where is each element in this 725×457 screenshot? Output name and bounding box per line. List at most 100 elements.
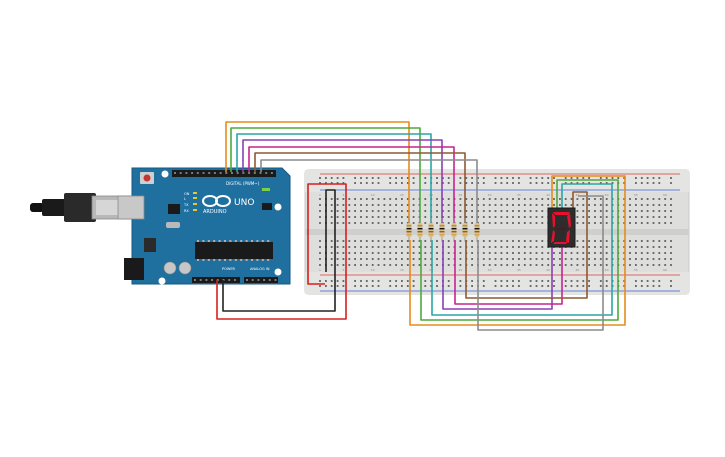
breadboard-hole[interactable] — [406, 177, 409, 179]
breadboard-hole[interactable] — [605, 246, 608, 248]
breadboard-hole[interactable] — [541, 222, 544, 224]
header-pin[interactable] — [213, 172, 216, 174]
breadboard-hole[interactable] — [488, 258, 491, 260]
breadboard-hole[interactable] — [482, 285, 485, 287]
breadboard-hole[interactable] — [371, 246, 374, 248]
breadboard-hole[interactable] — [658, 177, 661, 179]
breadboard-hole[interactable] — [482, 177, 485, 179]
breadboard-hole[interactable] — [465, 198, 468, 200]
breadboard-hole[interactable] — [588, 246, 590, 248]
breadboard-hole[interactable] — [360, 198, 362, 200]
breadboard-hole[interactable] — [500, 216, 503, 218]
breadboard-hole[interactable] — [512, 204, 514, 206]
breadboard-hole[interactable] — [500, 280, 503, 282]
breadboard-hole[interactable] — [529, 280, 532, 282]
breadboard-hole[interactable] — [447, 246, 450, 248]
breadboard-hole[interactable] — [605, 258, 608, 260]
breadboard-hole[interactable] — [494, 222, 497, 224]
breadboard-hole[interactable] — [629, 210, 631, 212]
breadboard-hole[interactable] — [664, 216, 667, 218]
breadboard-hole[interactable] — [594, 216, 596, 218]
breadboard-hole[interactable] — [371, 280, 374, 282]
header-pin[interactable] — [248, 172, 251, 174]
breadboard-hole[interactable] — [482, 222, 485, 224]
breadboard-hole[interactable] — [459, 204, 462, 206]
seven-segment-display[interactable] — [547, 207, 576, 248]
breadboard-hole[interactable] — [629, 258, 631, 260]
wire-magenta-bottom[interactable] — [454, 240, 563, 305]
breadboard-hole[interactable] — [518, 204, 520, 206]
breadboard-hole[interactable] — [535, 198, 538, 200]
breadboard-hole[interactable] — [582, 264, 585, 266]
breadboard-hole[interactable] — [354, 177, 356, 179]
breadboard-hole[interactable] — [482, 216, 485, 218]
breadboard-hole[interactable] — [395, 240, 397, 242]
breadboard-hole[interactable] — [500, 258, 503, 260]
breadboard-hole[interactable] — [354, 240, 356, 242]
breadboard-hole[interactable] — [547, 198, 550, 200]
breadboard-hole[interactable] — [342, 222, 345, 224]
breadboard-hole[interactable] — [646, 280, 649, 282]
breadboard-hole[interactable] — [319, 177, 321, 179]
breadboard-hole[interactable] — [406, 198, 409, 200]
breadboard-hole[interactable] — [330, 240, 333, 242]
breadboard-hole[interactable] — [459, 177, 462, 179]
breadboard-hole[interactable] — [588, 285, 590, 287]
breadboard-hole[interactable] — [459, 252, 462, 254]
breadboard-hole[interactable] — [635, 240, 637, 242]
header-pin[interactable] — [199, 279, 202, 281]
breadboard-hole[interactable] — [412, 182, 415, 184]
breadboard-hole[interactable] — [494, 204, 497, 206]
breadboard-hole[interactable] — [529, 222, 532, 224]
breadboard-hole[interactable] — [430, 285, 433, 287]
breadboard-hole[interactable] — [430, 264, 433, 266]
breadboard-hole[interactable] — [430, 246, 433, 248]
breadboard-hole[interactable] — [500, 204, 503, 206]
breadboard-hole[interactable] — [605, 177, 608, 179]
breadboard-hole[interactable] — [506, 222, 509, 224]
breadboard-hole[interactable] — [319, 204, 321, 206]
breadboard-hole[interactable] — [430, 252, 433, 254]
breadboard-hole[interactable] — [365, 210, 368, 212]
breadboard-hole[interactable] — [436, 264, 438, 266]
breadboard-hole[interactable] — [576, 240, 579, 242]
breadboard-hole[interactable] — [658, 182, 661, 184]
breadboard-hole[interactable] — [354, 204, 356, 206]
analog-header[interactable] — [244, 277, 278, 283]
breadboard-hole[interactable] — [646, 258, 649, 260]
breadboard-hole[interactable] — [635, 222, 637, 224]
breadboard-hole[interactable] — [365, 204, 368, 206]
wire-brown-top[interactable] — [254, 152, 466, 228]
breadboard-hole[interactable] — [395, 280, 397, 282]
breadboard-hole[interactable] — [436, 210, 438, 212]
breadboard-hole[interactable] — [635, 264, 637, 266]
breadboard-hole[interactable] — [401, 252, 403, 254]
breadboard-hole[interactable] — [605, 204, 608, 206]
breadboard-hole[interactable] — [459, 210, 462, 212]
breadboard-hole[interactable] — [564, 280, 567, 282]
breadboard-hole[interactable] — [477, 216, 479, 218]
breadboard-hole[interactable] — [541, 216, 544, 218]
breadboard-hole[interactable] — [553, 204, 555, 206]
breadboard-hole[interactable] — [594, 264, 596, 266]
breadboard-hole[interactable] — [401, 204, 403, 206]
breadboard-hole[interactable] — [640, 210, 643, 212]
breadboard-hole[interactable] — [348, 240, 351, 242]
breadboard-hole[interactable] — [459, 285, 462, 287]
breadboard-hole[interactable] — [412, 222, 415, 224]
breadboard-hole[interactable] — [652, 240, 655, 242]
breadboard-hole[interactable] — [477, 210, 479, 212]
breadboard-hole[interactable] — [342, 258, 345, 260]
breadboard-hole[interactable] — [406, 246, 409, 248]
breadboard-hole[interactable] — [494, 246, 497, 248]
breadboard-hole[interactable] — [459, 246, 462, 248]
breadboard-hole[interactable] — [336, 182, 339, 184]
breadboard-hole[interactable] — [535, 280, 538, 282]
breadboard-hole[interactable] — [424, 216, 427, 218]
breadboard-hole[interactable] — [406, 280, 409, 282]
breadboard-hole[interactable] — [418, 246, 421, 248]
breadboard-hole[interactable] — [459, 264, 462, 266]
breadboard-hole[interactable] — [658, 222, 661, 224]
breadboard-hole[interactable] — [465, 204, 468, 206]
breadboard-hole[interactable] — [377, 252, 380, 254]
